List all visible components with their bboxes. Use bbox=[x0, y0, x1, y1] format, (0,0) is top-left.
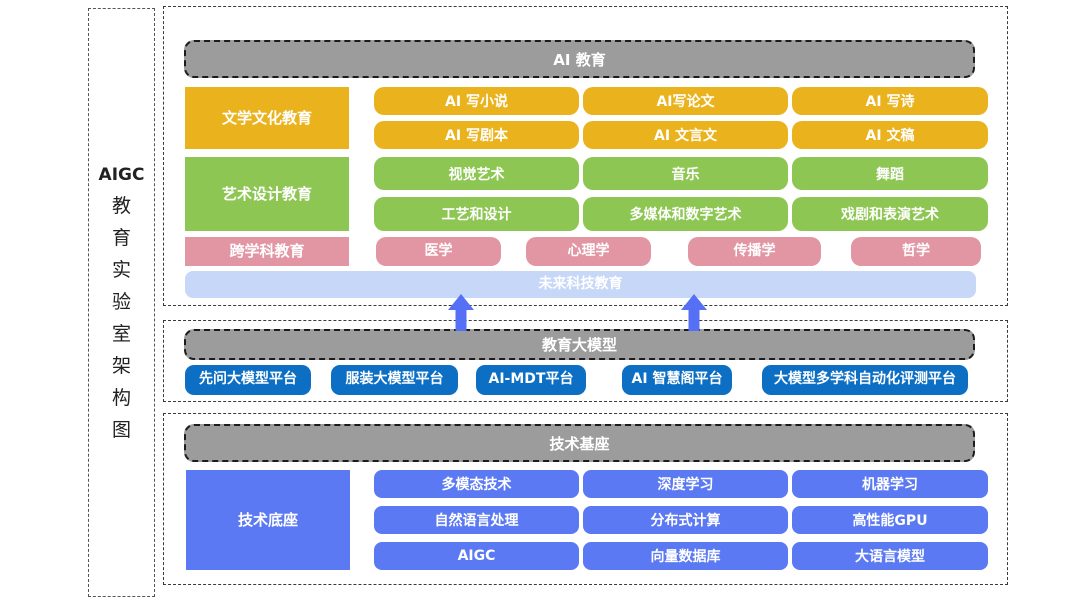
edu-item: 心理学 bbox=[526, 237, 651, 266]
diagram-title-en: AIGC bbox=[98, 164, 145, 185]
edu-item: AI 写小说 bbox=[374, 87, 579, 115]
edu-item: 戏剧和表演艺术 bbox=[792, 197, 988, 231]
tech-foundation-box: 技术底座 bbox=[186, 470, 350, 570]
tech-grid-row-1: 多模态技术 深度学习 机器学习 bbox=[374, 470, 988, 498]
diagram-title-char: 教 bbox=[111, 194, 131, 217]
literature-row-1: AI 写小说 AI写论文 AI 写诗 bbox=[374, 87, 988, 115]
tech-item: 向量数据库 bbox=[583, 542, 788, 570]
edu-item: AI 写诗 bbox=[792, 87, 988, 115]
art-row-2: 工艺和设计 多媒体和数字艺术 戏剧和表演艺术 bbox=[374, 197, 988, 231]
ai-education-section: AI 教育 文学文化教育 AI 写小说 AI写论文 AI 写诗 AI 写剧本 A… bbox=[163, 6, 1008, 306]
edu-item: 哲学 bbox=[851, 237, 981, 266]
tech-item: 自然语言处理 bbox=[374, 506, 579, 534]
edu-item: 舞蹈 bbox=[792, 157, 988, 190]
ai-education-header: AI 教育 bbox=[184, 40, 975, 78]
edu-item: 医学 bbox=[376, 237, 501, 266]
edu-item: 传播学 bbox=[688, 237, 821, 266]
edu-item: 多媒体和数字艺术 bbox=[583, 197, 788, 231]
arrow-up-icon bbox=[448, 294, 474, 331]
diagram-title-char: 实 bbox=[111, 258, 131, 281]
future-tech-education-bar: 未来科技教育 bbox=[185, 271, 976, 298]
diagram-title-char: 构 bbox=[111, 386, 131, 409]
platform-button: AI-MDT平台 bbox=[476, 365, 586, 395]
edu-item: AI写论文 bbox=[583, 87, 788, 115]
tech-item: 机器学习 bbox=[792, 470, 988, 498]
education-model-section: 教育大模型 先问大模型平台 服装大模型平台 AI-MDT平台 AI 智慧阁平台 … bbox=[163, 320, 1008, 402]
tech-grid-row-3: AIGC 向量数据库 大语言模型 bbox=[374, 542, 988, 570]
edu-item: AI 文稿 bbox=[792, 121, 988, 149]
edu-item: 工艺和设计 bbox=[374, 197, 579, 231]
tech-item: 深度学习 bbox=[583, 470, 788, 498]
diagram-title-box: AIGC 教 育 实 验 室 架 构 图 bbox=[88, 8, 155, 597]
category-art-design-education: 艺术设计教育 bbox=[185, 157, 349, 231]
diagram-title-char: 图 bbox=[111, 418, 131, 441]
tech-item: 大语言模型 bbox=[792, 542, 988, 570]
platform-button: 先问大模型平台 bbox=[185, 365, 311, 395]
category-literature-education: 文学文化教育 bbox=[185, 87, 349, 149]
tech-item: 高性能GPU bbox=[792, 506, 988, 534]
platform-button: 服装大模型平台 bbox=[331, 365, 458, 395]
diagram-title-char: 验 bbox=[111, 290, 131, 313]
tech-item: 分布式计算 bbox=[583, 506, 788, 534]
diagram-title-char: 育 bbox=[111, 226, 131, 249]
edu-item: 音乐 bbox=[583, 157, 788, 190]
diagram-title-char: 架 bbox=[111, 354, 131, 377]
edu-item: AI 文言文 bbox=[583, 121, 788, 149]
tech-base-section: 技术基座 技术底座 多模态技术 深度学习 机器学习 自然语言处理 分布式计算 高… bbox=[163, 413, 1008, 585]
category-interdisciplinary-education: 跨学科教育 bbox=[185, 237, 349, 266]
education-model-header: 教育大模型 bbox=[184, 329, 975, 360]
diagram-title-char: 室 bbox=[111, 322, 131, 345]
arrow-up-icon bbox=[681, 294, 707, 331]
interdisciplinary-row: 医学 心理学 传播学 哲学 bbox=[374, 237, 988, 266]
tech-grid-row-2: 自然语言处理 分布式计算 高性能GPU bbox=[374, 506, 988, 534]
literature-row-2: AI 写剧本 AI 文言文 AI 文稿 bbox=[374, 121, 988, 149]
tech-base-header: 技术基座 bbox=[184, 424, 975, 462]
platform-button: 大模型多学科自动化评测平台 bbox=[762, 365, 968, 395]
art-row-1: 视觉艺术 音乐 舞蹈 bbox=[374, 157, 988, 190]
platform-button: AI 智慧阁平台 bbox=[622, 365, 732, 395]
tech-item: AIGC bbox=[374, 542, 579, 570]
edu-item: AI 写剧本 bbox=[374, 121, 579, 149]
tech-item: 多模态技术 bbox=[374, 470, 579, 498]
edu-item: 视觉艺术 bbox=[374, 157, 579, 190]
